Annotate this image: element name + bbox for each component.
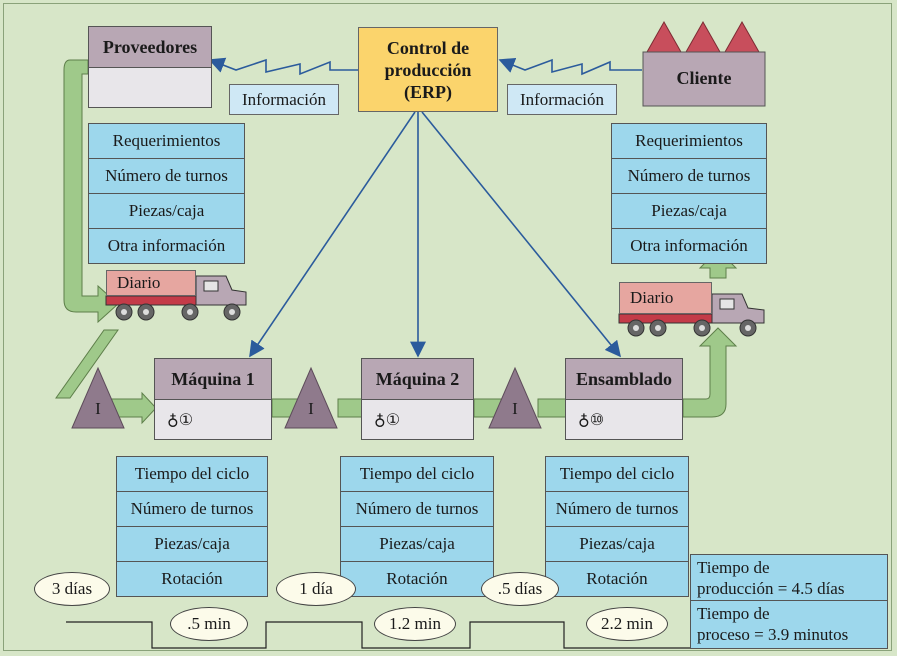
inventory-label-3: I — [512, 399, 518, 418]
lead-time-total-box: Tiempo de producción = 4.5 días — [690, 554, 888, 601]
process-header-machine-2: Máquina 2 — [361, 358, 474, 400]
process-time-total-box: Tiempo de proceso = 3.9 minutos — [690, 601, 888, 649]
inventory-triangles — [71, 366, 542, 429]
process-data-row: Tiempo del ciclo — [341, 457, 493, 492]
erp-to-machine1-arrow — [249, 111, 416, 358]
customer-data-row: Requerimientos — [612, 124, 766, 159]
assembly-data-box: Tiempo del ciclo Número de turnos Piezas… — [545, 456, 689, 597]
process-body-machine-1: ♁ ① — [154, 400, 272, 440]
process-time-oval: .5 min — [170, 607, 248, 641]
inventory-triangle-3 — [488, 366, 542, 429]
process-name: Máquina 2 — [375, 368, 460, 389]
operator-count: ⑩ — [589, 411, 605, 429]
process-data-row: Número de turnos — [341, 492, 493, 527]
flow-band-3 — [337, 398, 363, 418]
wait-time-oval: 3 días — [34, 572, 110, 606]
erp-to-assembly-arrow — [421, 111, 622, 358]
lead-time-line-1: Tiempo de — [697, 558, 770, 577]
lead-time-line-2: producción = 4.5 días — [697, 579, 845, 598]
process-time-text: .5 min — [187, 614, 231, 633]
process-time-oval: 2.2 min — [586, 607, 668, 641]
customer-data-row: Piezas/caja — [612, 194, 766, 229]
truck-left-text: Diario — [117, 273, 161, 292]
erp-to-supplier-arrow — [208, 57, 358, 76]
wait-time-text: 3 días — [51, 579, 93, 598]
customer-to-erp-arrow — [498, 57, 642, 76]
process-total-line-1: Tiempo de — [697, 604, 770, 623]
process-name: Ensamblado — [575, 368, 673, 389]
wait-time-oval: .5 días — [481, 572, 559, 606]
process-data-row: Piezas/caja — [117, 527, 267, 562]
process-data-row: Número de turnos — [117, 492, 267, 527]
truck-right-label: Diario — [619, 282, 712, 314]
truck-left-label: Diario — [106, 270, 196, 296]
timeline-line — [66, 621, 690, 649]
operator-count: ① — [178, 411, 194, 429]
frame-border — [3, 3, 892, 651]
process-total-line-2: proceso = 3.9 minutos — [697, 625, 849, 644]
info-right-label: Información — [519, 89, 605, 109]
info-left-label: Información — [241, 89, 327, 109]
operator-count: ① — [385, 411, 401, 429]
supplier-header: Proveedores — [88, 26, 212, 68]
process-data-row: Número de turnos — [546, 492, 688, 527]
info-box-right: Información — [507, 84, 617, 115]
customer-factory-roof — [646, 20, 760, 53]
process-body-machine-2: ♁ ① — [361, 400, 474, 440]
assembly-to-truck-arrow — [682, 327, 738, 418]
inventory-label-1: I — [95, 399, 101, 418]
process-data-row: Rotación — [386, 569, 448, 588]
supplier-data-row: Piezas/caja — [89, 194, 244, 229]
wait-time-text: 1 día — [299, 579, 333, 598]
truck-right-icon — [618, 293, 765, 337]
supplier-data-row: Otra información — [107, 236, 226, 255]
info-flow-arrows — [208, 57, 642, 358]
process-data-row: Rotación — [161, 569, 223, 588]
control-line-1: Control de — [386, 37, 470, 58]
info-box-left: Información — [229, 84, 339, 115]
operator-icon: ♁ — [167, 411, 179, 429]
control-line-3: (ERP) — [404, 81, 452, 102]
supplier-to-truck-arrow — [63, 59, 119, 324]
supplier-label: Proveedores — [102, 36, 198, 57]
inventory-triangle-2 — [284, 366, 338, 429]
process-data-row: Tiempo del ciclo — [117, 457, 267, 492]
customer-label: Cliente — [676, 68, 732, 88]
process-body-assembly: ♁ ⑩ — [565, 400, 683, 440]
customer-data-box: Requerimientos Número de turnos Piezas/c… — [611, 123, 767, 264]
customer-factory-body — [642, 51, 766, 107]
process-data-row: Rotación — [586, 569, 648, 588]
supplier-body — [88, 68, 212, 108]
customer-data-row: Número de turnos — [612, 159, 766, 194]
process-header-assembly: Ensamblado — [565, 358, 683, 400]
process-name: Máquina 1 — [171, 368, 255, 389]
control-line-2: producción — [384, 59, 472, 80]
customer-data-row: Otra información — [630, 236, 748, 255]
process-data-row: Tiempo del ciclo — [546, 457, 688, 492]
flow-band-5 — [537, 398, 567, 418]
truck-right-text: Diario — [630, 288, 674, 307]
production-control-box: Control de producción (ERP) — [358, 27, 498, 112]
process-time-text: 1.2 min — [389, 614, 441, 633]
supplier-data-row: Número de turnos — [89, 159, 244, 194]
wait-time-text: .5 días — [497, 579, 543, 598]
operator-icon: ♁ — [578, 411, 590, 429]
machine-2-data-box: Tiempo del ciclo Número de turnos Piezas… — [340, 456, 494, 597]
process-data-row: Piezas/caja — [546, 527, 688, 562]
machine-1-data-box: Tiempo del ciclo Número de turnos Piezas… — [116, 456, 268, 597]
truck-left-icon — [105, 275, 247, 321]
supplier-data-row: Requerimientos — [89, 124, 244, 159]
process-time-oval: 1.2 min — [374, 607, 456, 641]
wait-time-oval: 1 día — [276, 572, 356, 606]
truck-to-inventory-arrow — [55, 329, 119, 399]
inventory-triangle-1 — [71, 366, 125, 429]
inventory-label-2: I — [308, 399, 314, 418]
process-data-row: Piezas/caja — [341, 527, 493, 562]
process-time-text: 2.2 min — [601, 614, 653, 633]
operator-icon: ♁ — [374, 411, 386, 429]
process-header-machine-1: Máquina 1 — [154, 358, 272, 400]
supplier-data-box: Requerimientos Número de turnos Piezas/c… — [88, 123, 245, 264]
